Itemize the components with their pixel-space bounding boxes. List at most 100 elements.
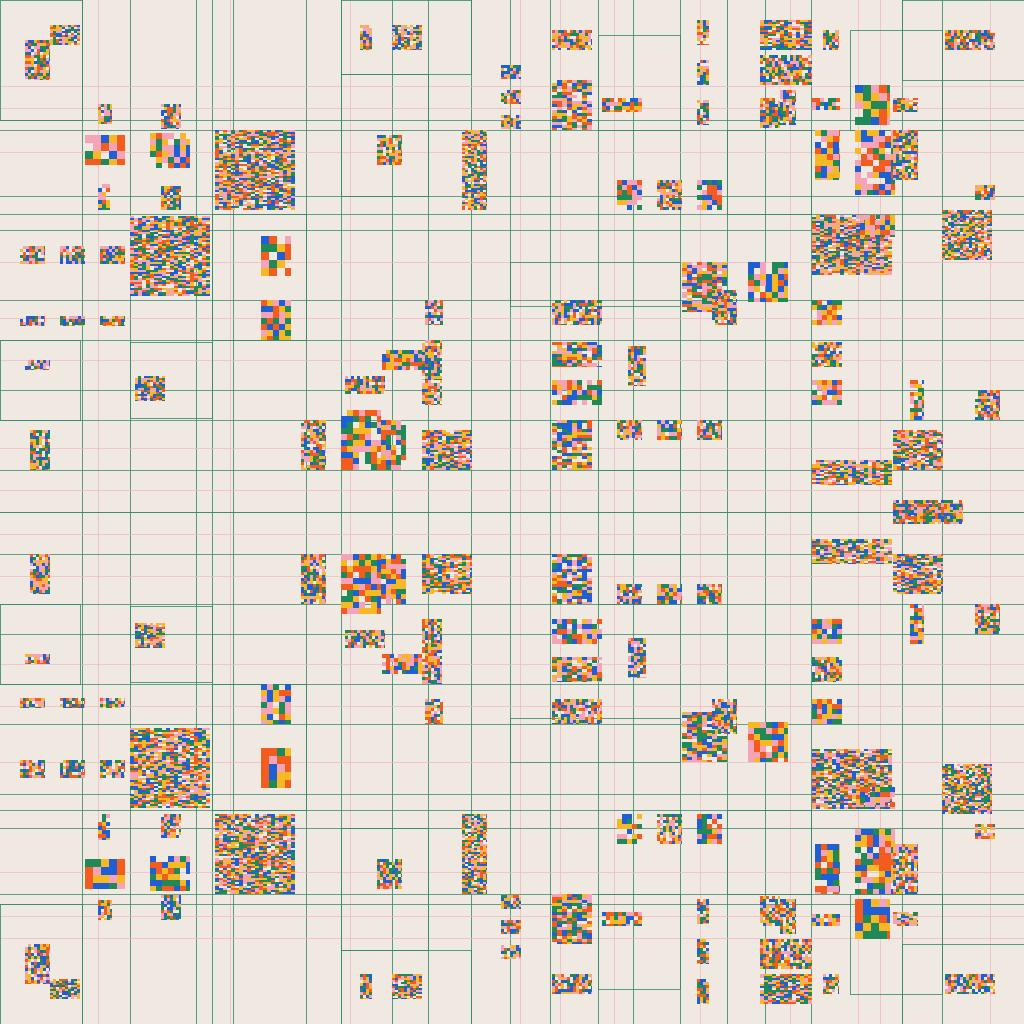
pattern-tile bbox=[815, 130, 840, 180]
pattern-tile bbox=[552, 342, 602, 367]
pattern-tile bbox=[552, 554, 592, 604]
pattern-tile bbox=[893, 844, 918, 894]
pattern-tile bbox=[20, 698, 45, 708]
pattern-tile bbox=[617, 420, 642, 440]
pattern-tile bbox=[602, 912, 642, 926]
pattern-tile bbox=[501, 945, 521, 959]
pattern-tile bbox=[345, 376, 385, 394]
pattern-tile bbox=[975, 604, 1000, 634]
pattern-tile bbox=[135, 376, 165, 401]
pattern-tile bbox=[942, 210, 992, 260]
guide-box bbox=[598, 554, 681, 605]
pattern-tile bbox=[215, 814, 295, 894]
pattern-tile bbox=[942, 764, 992, 814]
pattern-tile bbox=[855, 899, 890, 939]
pattern-tile bbox=[345, 630, 385, 648]
pattern-tile bbox=[812, 98, 840, 110]
pattern-tile bbox=[98, 104, 112, 124]
pattern-tile bbox=[30, 554, 50, 594]
pattern-tile bbox=[657, 814, 682, 844]
pattern-tile bbox=[855, 85, 890, 125]
pattern-tile bbox=[697, 814, 722, 844]
pattern-tile bbox=[135, 623, 165, 648]
guide-box bbox=[0, 604, 81, 685]
pattern-tile bbox=[602, 98, 642, 112]
pattern-tile bbox=[501, 65, 521, 79]
pattern-tile bbox=[25, 654, 50, 664]
guide-box bbox=[598, 35, 681, 131]
guide-box bbox=[0, 340, 81, 421]
pattern-tile bbox=[657, 180, 682, 210]
pattern-tile bbox=[552, 30, 592, 50]
pattern-tile bbox=[975, 390, 1000, 420]
pattern-tile bbox=[60, 246, 85, 264]
pattern-tile bbox=[860, 215, 895, 237]
pattern-tile bbox=[812, 749, 892, 809]
guide-box bbox=[598, 894, 681, 990]
guide-box bbox=[341, 74, 429, 197]
pattern-tile bbox=[893, 430, 943, 470]
guide-box bbox=[902, 944, 1024, 1024]
pattern-tile bbox=[780, 90, 796, 125]
pattern-tile bbox=[130, 216, 210, 296]
pattern-tile bbox=[812, 460, 892, 485]
pattern-tile bbox=[682, 712, 727, 762]
pattern-tile bbox=[392, 974, 422, 999]
guide-box bbox=[212, 214, 307, 341]
pattern-tile bbox=[60, 698, 85, 708]
pattern-tile bbox=[161, 104, 181, 129]
pattern-tile bbox=[760, 98, 780, 128]
pattern-tile bbox=[552, 300, 602, 325]
pattern-tile bbox=[100, 760, 125, 778]
pattern-tile bbox=[422, 380, 442, 405]
guide-box bbox=[0, 0, 83, 121]
pattern-tile bbox=[812, 300, 842, 325]
pattern-tile bbox=[425, 699, 443, 724]
pattern-tile bbox=[161, 814, 181, 838]
pattern-tile bbox=[85, 859, 125, 889]
pattern-tile bbox=[697, 979, 709, 1004]
pattern-tile bbox=[975, 824, 995, 839]
pattern-tile bbox=[377, 859, 402, 889]
pattern-tile bbox=[501, 895, 521, 909]
pattern-tile bbox=[552, 380, 602, 405]
pattern-tile bbox=[552, 699, 602, 724]
pattern-tile bbox=[628, 346, 646, 386]
guide-box bbox=[902, 0, 1024, 81]
pattern-tile bbox=[760, 55, 812, 85]
pattern-tile bbox=[422, 340, 442, 380]
pattern-tile bbox=[760, 939, 812, 969]
pattern-tile bbox=[748, 722, 788, 762]
pattern-tile bbox=[760, 974, 812, 1004]
pattern-tile bbox=[760, 896, 780, 926]
pattern-tile bbox=[422, 644, 442, 684]
pattern-tile bbox=[392, 25, 422, 50]
pattern-tile bbox=[552, 80, 592, 130]
guide-box bbox=[727, 130, 812, 215]
pattern-tile bbox=[760, 20, 812, 50]
pattern-tile bbox=[712, 290, 737, 325]
pattern-tile bbox=[161, 186, 181, 210]
guide-box bbox=[341, 828, 429, 951]
pattern-tile bbox=[855, 130, 895, 195]
pattern-tile bbox=[341, 410, 381, 470]
pattern-tile bbox=[261, 236, 291, 276]
pattern-tile bbox=[261, 748, 291, 788]
pattern-tile bbox=[748, 262, 788, 302]
pattern-tile bbox=[697, 939, 709, 964]
pattern-tile bbox=[617, 180, 642, 210]
pattern-tile bbox=[98, 184, 110, 210]
pattern-tile bbox=[50, 25, 80, 45]
pattern-tile bbox=[823, 30, 839, 50]
pattern-tile bbox=[381, 554, 406, 604]
pattern-tile bbox=[812, 914, 840, 926]
pattern-tile bbox=[161, 895, 181, 920]
pattern-tile bbox=[422, 619, 442, 644]
pattern-tile bbox=[945, 30, 995, 50]
pattern-tile bbox=[462, 814, 487, 894]
pattern-tile bbox=[20, 316, 45, 326]
pattern-tile bbox=[697, 60, 709, 85]
pattern-tile bbox=[812, 657, 842, 682]
pattern-tile bbox=[422, 554, 472, 594]
pattern-tile bbox=[98, 814, 110, 840]
